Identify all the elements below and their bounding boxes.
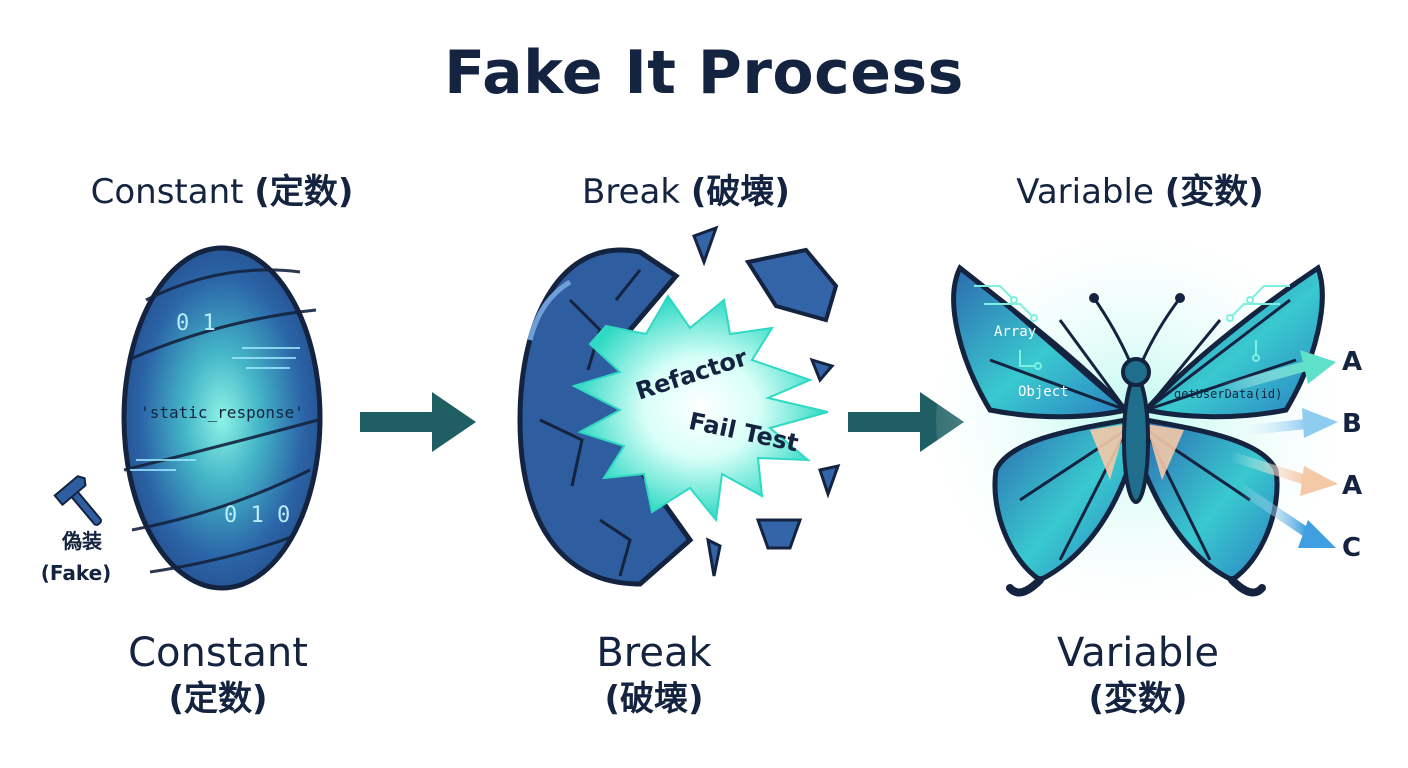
- binary-digits-top: 0 1: [176, 311, 216, 336]
- shell-fragment: [755, 518, 803, 550]
- stage-heading-label: Break: [582, 172, 681, 212]
- output-rays: [1215, 350, 1338, 548]
- shell-fragment: [809, 357, 835, 383]
- shell-fragment: [818, 463, 841, 499]
- output-label: A: [1342, 347, 1362, 377]
- butterfly: [936, 240, 1336, 600]
- object-tag: Object: [1018, 384, 1069, 400]
- stage-caption-jp: (破壊): [604, 679, 704, 719]
- stage-heading-variable: Variable (変数): [920, 164, 1360, 213]
- constant-egg: [121, 245, 323, 591]
- binary-digits-bottom: 0 1 0: [224, 503, 290, 528]
- stage-caption-jp: (変数): [1088, 679, 1188, 719]
- stage-heading-break: Break (破壊): [466, 164, 906, 213]
- stage-heading-label: Variable: [1016, 172, 1154, 212]
- stage-heading-jp: (定数): [254, 172, 354, 212]
- output-label: A: [1342, 471, 1362, 501]
- fake-label-jp: 偽装: [61, 529, 102, 553]
- stage-heading-jp: (破壊): [690, 172, 790, 212]
- stage-caption-constant: Constant (定数): [0, 628, 438, 721]
- stage-caption-label: Variable: [1057, 630, 1219, 676]
- stage-caption-label: Break: [596, 630, 712, 676]
- stage-heading-jp: (変数): [1164, 172, 1264, 212]
- function-tag: getUserData(id): [1174, 387, 1282, 401]
- static-response-code: 'static_response': [140, 403, 304, 422]
- stage-caption-label: Constant: [128, 630, 308, 676]
- shell-fragment: [744, 247, 839, 323]
- stage-caption-variable: Variable (変数): [918, 628, 1358, 721]
- stage-heading-label: Constant: [90, 172, 244, 212]
- output-label: B: [1342, 409, 1362, 439]
- shell-fragment: [692, 225, 719, 267]
- array-tag: Array: [994, 324, 1036, 340]
- fake-label-en: (Fake): [41, 561, 112, 585]
- stage-caption-jp: (定数): [168, 679, 268, 719]
- shell-fragment: [706, 537, 722, 577]
- hammer-icon: [53, 475, 102, 526]
- broken-egg: [517, 225, 841, 587]
- stage-caption-break: Break (破壊): [434, 628, 874, 721]
- arrow-right-icon: [360, 392, 476, 452]
- stage-heading-constant: Constant (定数): [2, 164, 442, 213]
- page-title: Fake It Process: [444, 38, 964, 108]
- output-label: C: [1342, 533, 1361, 563]
- burst-shape: [571, 294, 829, 523]
